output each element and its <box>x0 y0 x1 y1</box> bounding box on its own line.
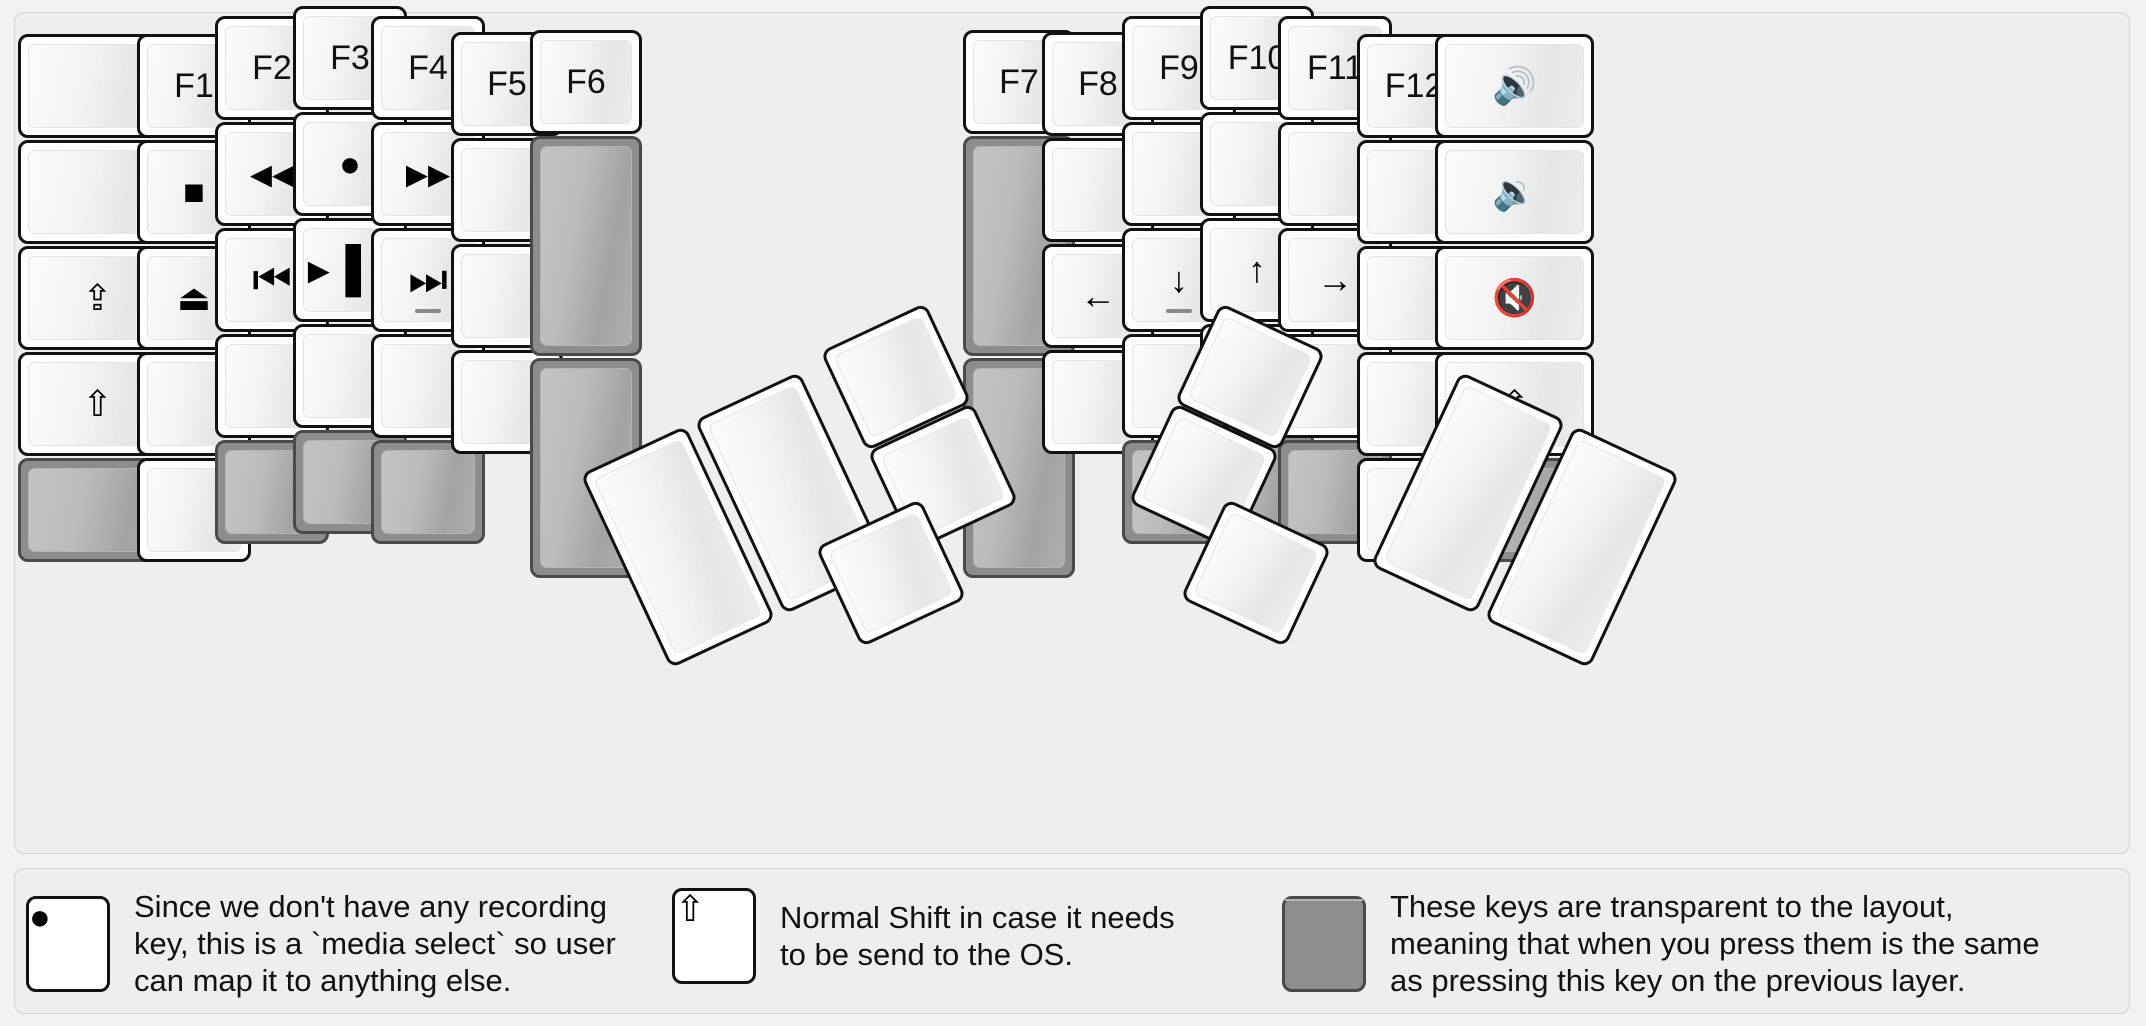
keycap-surface: 🔉 <box>1445 150 1584 234</box>
key-glyph: ⇧ <box>82 383 113 424</box>
keycap-surface: F6 <box>540 40 632 124</box>
key-label: F8 <box>1078 65 1118 103</box>
key-glyph: ⏏ <box>176 277 211 318</box>
keycap-surface: ● <box>29 895 107 937</box>
key-label: F6 <box>566 63 606 101</box>
key-glyph: ■ <box>183 171 205 212</box>
key-label: F7 <box>999 63 1039 101</box>
transparent-key-tall[interactable] <box>530 136 642 356</box>
keycap-surface <box>540 146 632 346</box>
key-label: F12 <box>1384 67 1444 105</box>
key-glyph: 🔊 <box>1492 65 1537 106</box>
key-glyph: ⇪ <box>82 277 113 318</box>
key-label: F1 <box>174 67 214 105</box>
volume-down-icon[interactable]: 🔉 <box>1435 140 1594 244</box>
f6-key[interactable]: F6 <box>530 30 642 134</box>
media-stop-icon[interactable]: ■ <box>137 140 251 244</box>
legend-item-2: ⇧ Normal Shift in case it needs to be sen… <box>672 888 1175 984</box>
key-glyph: ⏭ <box>408 255 448 304</box>
key-glyph: ◂◂ <box>249 149 295 198</box>
mute-icon[interactable]: 🔇 <box>1435 246 1594 350</box>
legend-description: Since we don't have any recording key, t… <box>134 889 616 999</box>
legend-item-3: These keys are transparent to the layout… <box>1282 888 2040 1000</box>
key-glyph: ↓ <box>1170 259 1188 300</box>
key-label: F10 <box>1227 39 1287 77</box>
key-label: F9 <box>1159 49 1199 87</box>
legend-panel <box>14 868 2130 1014</box>
keycap-surface: ⇧ <box>675 891 753 927</box>
legend-item-1: ● Since we don't have any recording key, … <box>26 888 616 1000</box>
key-glyph: ⇧ <box>675 888 706 929</box>
f2-key[interactable]: F2 <box>215 16 329 120</box>
key-glyph: ▸▸ <box>405 149 451 198</box>
homing-indicator <box>1166 309 1192 313</box>
legend-description: Normal Shift in case it needs to be send… <box>780 899 1175 972</box>
volume-up-icon[interactable]: 🔊 <box>1435 34 1594 138</box>
key-glyph: 🔇 <box>1492 277 1537 318</box>
homing-indicator <box>415 309 441 313</box>
legend-media-record-icon: ● <box>26 895 110 992</box>
legend-description: These keys are transparent to the layout… <box>1390 889 2040 999</box>
transparent-key[interactable] <box>371 440 485 544</box>
keycap-surface: 🔇 <box>1445 256 1584 340</box>
key-label: F11 <box>1306 49 1364 87</box>
key-label: F2 <box>252 49 292 87</box>
key-glyph: ↑ <box>1248 249 1266 290</box>
key-glyph: ● <box>339 143 361 184</box>
keycap-surface: 🔊 <box>1445 44 1584 128</box>
key-label: F3 <box>330 39 370 77</box>
keycap-surface <box>1285 898 1363 901</box>
key-glyph: → <box>1317 259 1353 300</box>
key-glyph: ⏮ <box>252 255 292 304</box>
key-glyph: ● <box>29 895 51 937</box>
key-label: F4 <box>408 49 448 87</box>
legend-transparent-key <box>1282 895 1366 992</box>
key-glyph: ← <box>1080 275 1116 316</box>
legend-shift-icon: ⇧ <box>672 888 756 984</box>
keycap-surface <box>381 450 475 534</box>
key-label: F5 <box>487 65 527 103</box>
key-glyph: 🔉 <box>1492 171 1537 212</box>
